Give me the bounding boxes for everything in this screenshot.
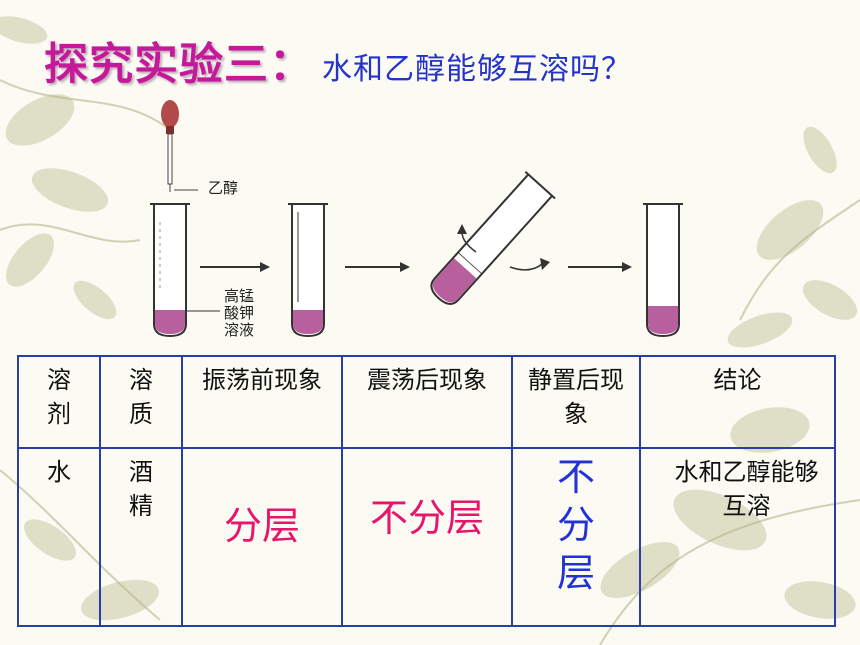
- cell-solute: 酒精: [99, 447, 183, 627]
- experiment-table: 溶剂 溶质 振荡前现象 震荡后现象 静置后现象 结论 水 酒精 分层 不分层 不…: [17, 355, 836, 627]
- cell-rest: 不分层: [511, 447, 641, 627]
- cell-conclusion: 水和乙醇能够互溶: [639, 447, 836, 627]
- header-conclusion: 结论: [639, 355, 836, 449]
- before-value: 分层: [223, 504, 300, 548]
- arrow-right-icon: [568, 262, 632, 272]
- header-after-standing: 静置后现象: [511, 355, 641, 449]
- cell-after: 不分层: [341, 447, 513, 627]
- header-solvent: 溶剂: [17, 355, 101, 449]
- header-solute: 溶质: [99, 355, 183, 449]
- test-tube-icon: [150, 203, 190, 338]
- arrow-right-icon: [200, 262, 270, 272]
- table-row: 水 酒精 分层 不分层 不分层 水和乙醇能够互溶: [17, 447, 836, 627]
- slide-title: 探究实验三：水和乙醇能够互溶吗？: [44, 28, 632, 92]
- header-after-shaking: 震荡后现象: [341, 355, 513, 449]
- experiment-figure: 乙醇 高锰 酸钾 溶液: [140, 92, 700, 342]
- label-solution-line: 酸钾: [224, 304, 255, 322]
- rest-value: 不分层: [556, 455, 595, 595]
- after-value: 不分层: [369, 496, 484, 540]
- cell-solvent: 水: [17, 447, 101, 627]
- title-question: 水和乙醇能够互溶吗？: [322, 52, 632, 87]
- shake-arrow-icon: [457, 224, 550, 271]
- test-tube-icon: [430, 170, 556, 305]
- title-main: 探究实验三：: [44, 39, 314, 90]
- arrow-right-icon: [345, 262, 410, 272]
- test-tube-icon: [288, 203, 328, 338]
- label-solution: 高锰 酸钾 溶液: [224, 288, 254, 339]
- dropper-icon: [161, 100, 198, 192]
- label-ethanol: 乙醇: [208, 179, 239, 197]
- test-tube-icon: [643, 203, 683, 338]
- table-header-row: 溶剂 溶质 振荡前现象 震荡后现象 静置后现象 结论: [17, 355, 836, 449]
- cell-before: 分层: [181, 447, 343, 627]
- label-solution-line: 高锰: [224, 287, 255, 305]
- experiment-diagram: [150, 100, 683, 338]
- label-solution-line: 溶液: [224, 321, 255, 339]
- header-before-shaking: 振荡前现象: [181, 355, 343, 449]
